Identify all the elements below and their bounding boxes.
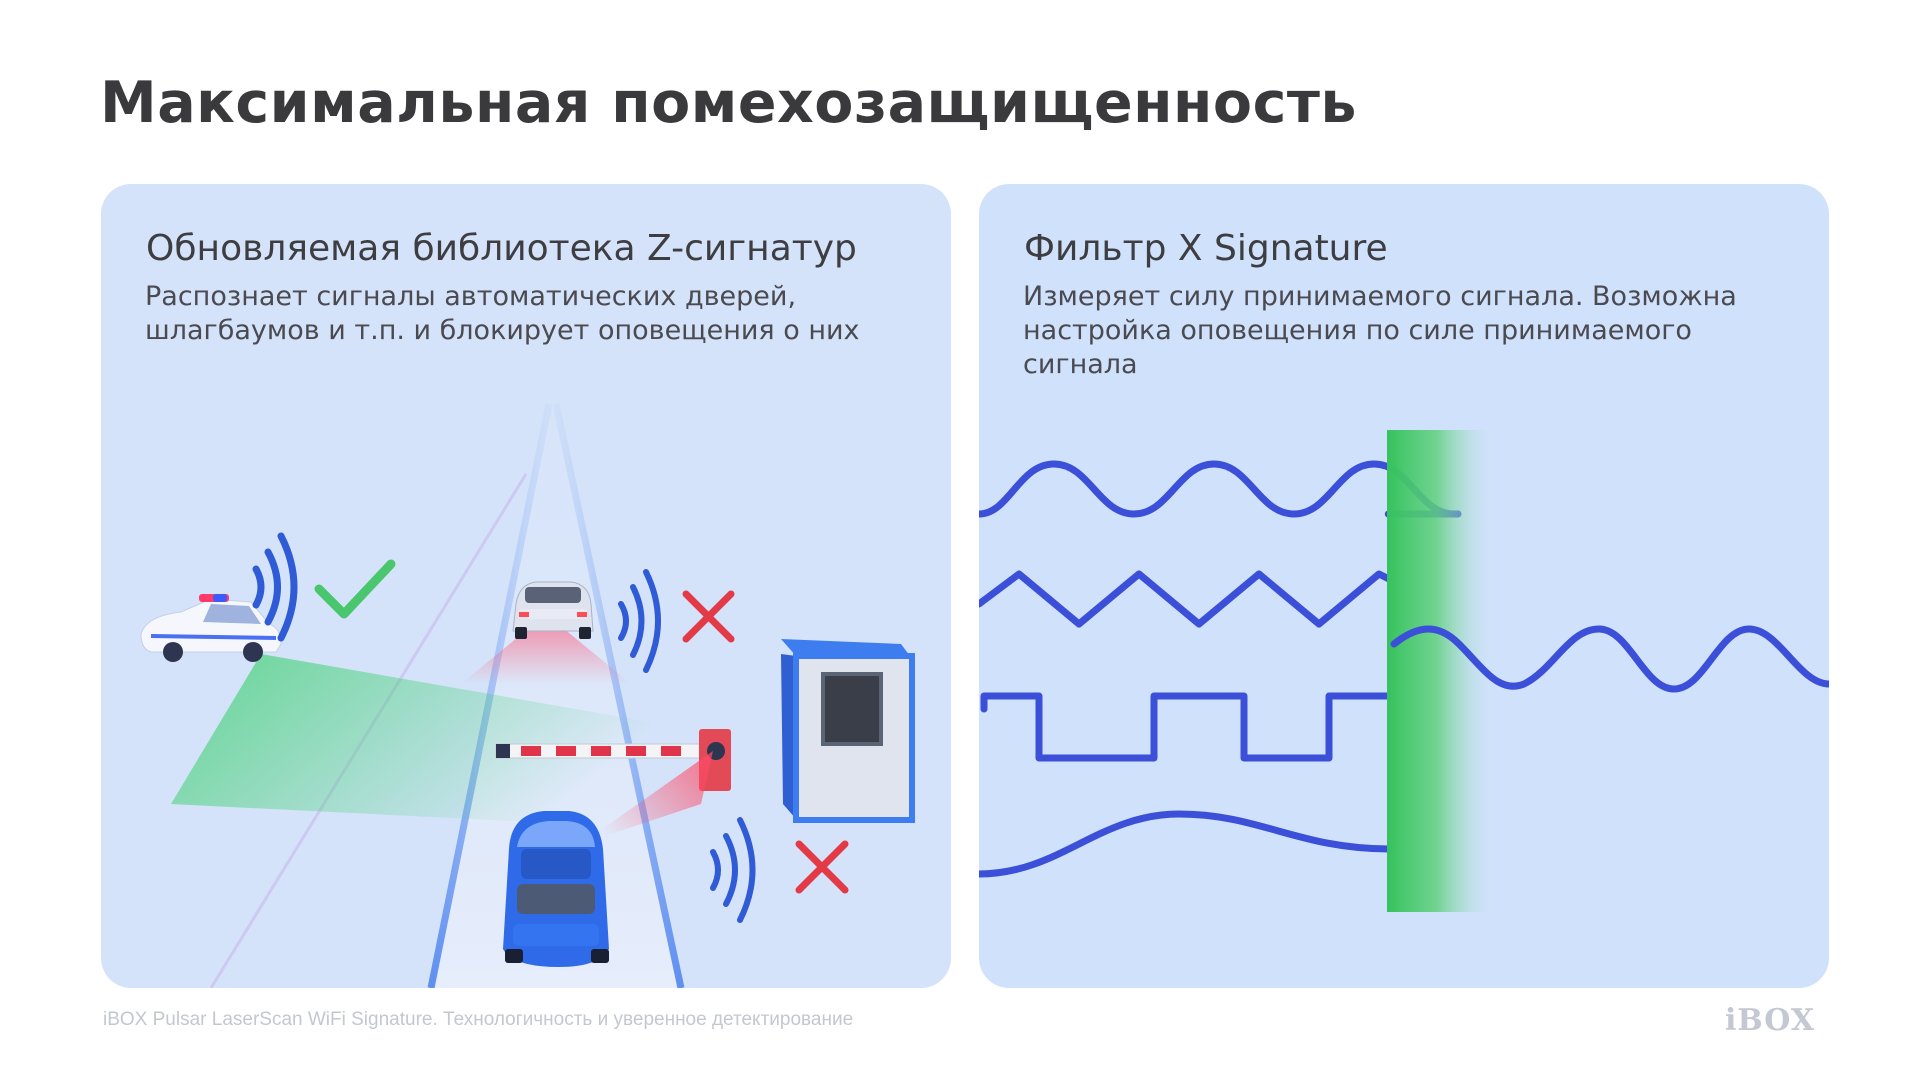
guard-booth <box>781 639 915 823</box>
ibox-logo: iBOX <box>1725 1003 1816 1038</box>
input-signals <box>979 460 1462 878</box>
footer-caption: iBOX Pulsar LaserScan WiFi Signature. Те… <box>103 1009 854 1030</box>
cross-icon <box>795 840 849 894</box>
output-wave <box>1390 625 1829 693</box>
police-car <box>140 594 282 662</box>
road-scene-illustration <box>140 403 915 988</box>
signal-icon <box>710 817 756 923</box>
square-wave <box>980 692 1393 762</box>
cross-icon <box>682 590 735 643</box>
white-car <box>512 581 594 639</box>
card-description: Распознает сигналы автоматических дверей… <box>145 281 860 346</box>
z-signature-card: Обновляемая библиотека Z-сигнатур Распоз… <box>101 184 951 988</box>
sine-wave <box>979 460 1462 518</box>
page-title: Максимальная помехозащищенность <box>100 70 1357 136</box>
blue-car <box>503 811 609 967</box>
check-icon <box>314 559 396 619</box>
x-signature-card: Фильтр X Signature Измеряет силу принима… <box>979 184 1829 988</box>
signal-icon <box>618 569 661 673</box>
filter-barrier <box>1387 430 1497 912</box>
signal-icon <box>252 532 298 642</box>
card-heading: Фильтр X Signature <box>1024 228 1388 269</box>
low-frequency-wave <box>979 810 1393 878</box>
triangle-wave <box>979 570 1393 628</box>
card-description: Измеряет силу принимаемого сигнала. Возм… <box>1023 281 1737 380</box>
card-heading: Обновляемая библиотека Z-сигнатур <box>146 228 857 269</box>
signal-filter-illustration <box>979 430 1829 912</box>
